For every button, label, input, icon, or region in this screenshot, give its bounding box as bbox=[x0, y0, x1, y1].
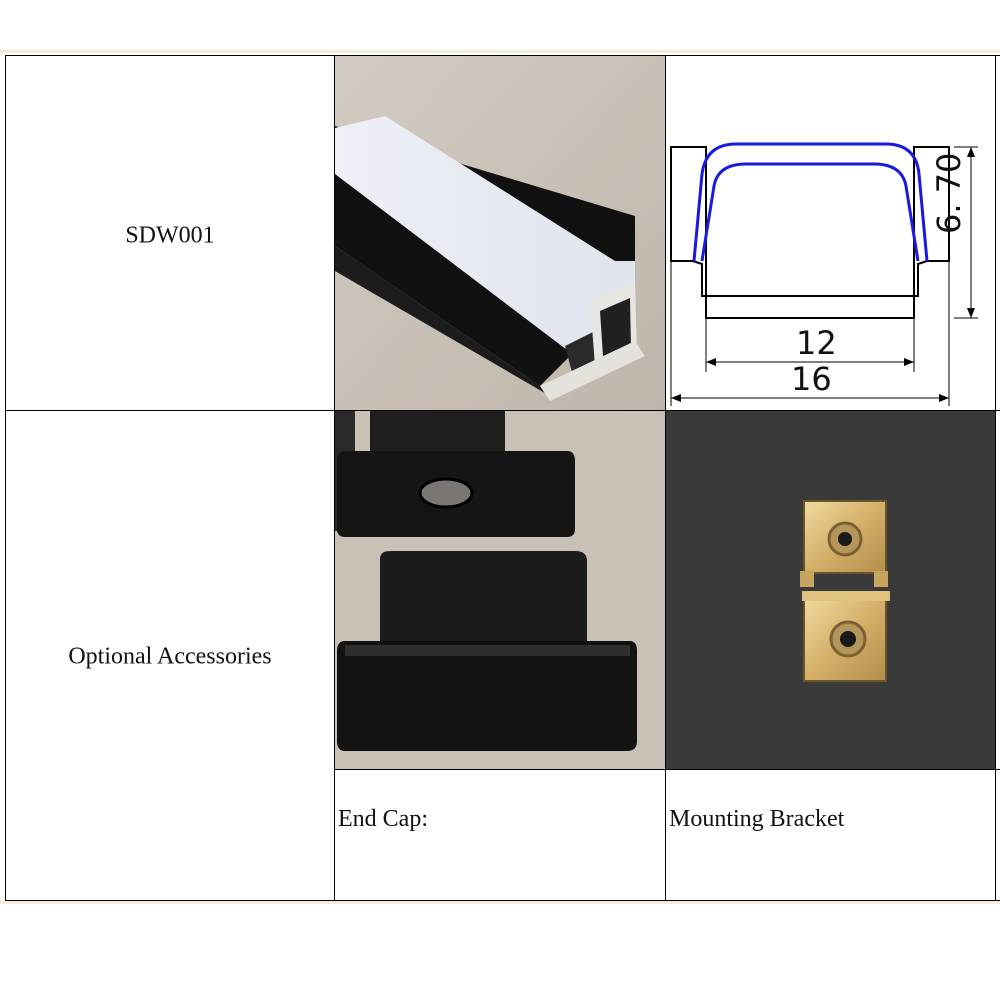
grid-line bbox=[334, 769, 1000, 770]
dimension-height: 6. 70 bbox=[930, 152, 968, 234]
aluminum-profile-photo bbox=[335, 56, 665, 410]
mounting-bracket-photo bbox=[666, 411, 995, 769]
optional-accessories-label: Optional Accessories bbox=[68, 643, 272, 670]
grid-line bbox=[665, 55, 666, 901]
mounting-bracket-caption: Mounting Bracket bbox=[669, 806, 845, 832]
end-cap-photo bbox=[335, 411, 665, 769]
grid-line bbox=[5, 55, 1000, 56]
page-top-band bbox=[0, 0, 1000, 54]
profile-cross-section-drawing: 12 16 6. 70 bbox=[666, 56, 995, 410]
dimension-inner-width: 12 bbox=[796, 324, 837, 362]
grid-line bbox=[334, 55, 335, 901]
dimension-outer-width: 16 bbox=[791, 360, 832, 398]
grid-line bbox=[5, 55, 6, 901]
end-cap-caption: End Cap: bbox=[338, 806, 428, 832]
bottom-rule bbox=[0, 901, 1000, 904]
top-rule bbox=[0, 50, 1000, 53]
model-number: SDW001 bbox=[125, 222, 215, 249]
grid-line bbox=[5, 410, 1000, 411]
grid-line bbox=[995, 55, 996, 901]
grid-line bbox=[5, 900, 1000, 901]
